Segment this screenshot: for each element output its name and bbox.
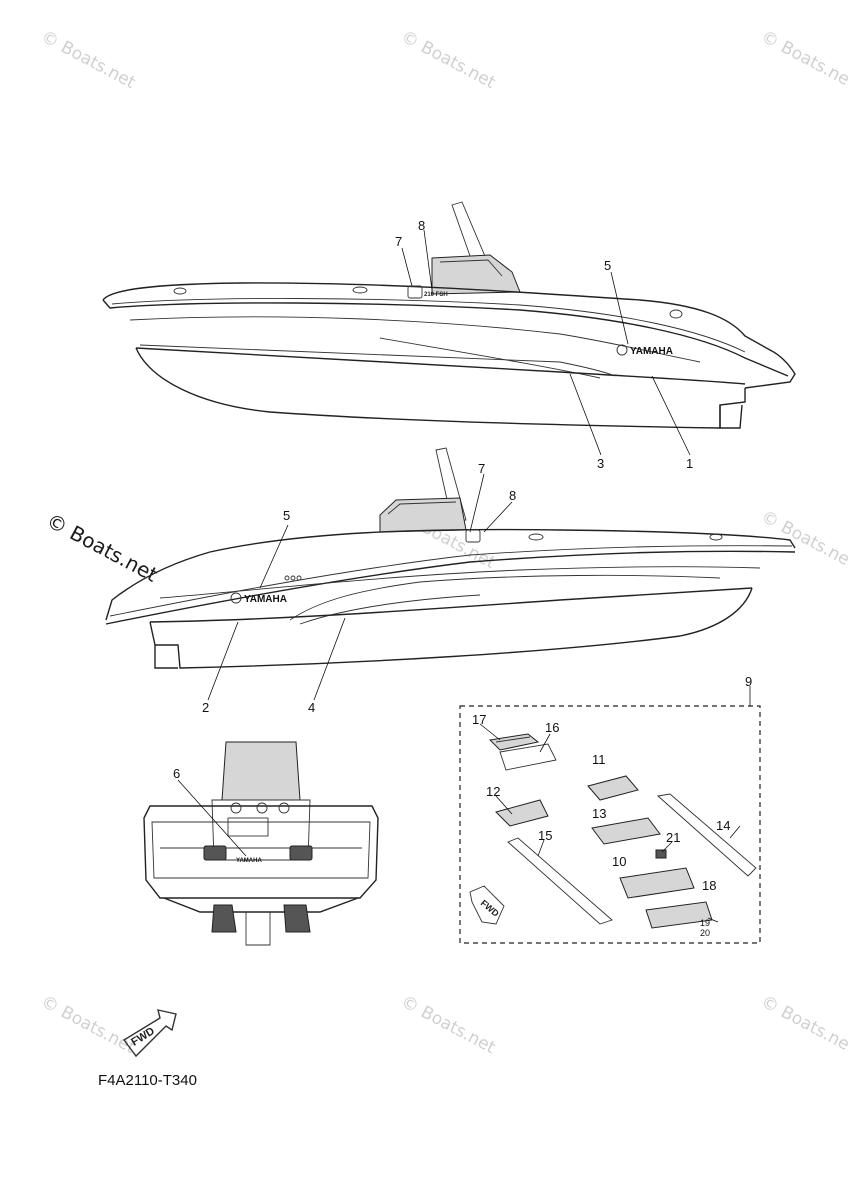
callout-8: 8	[509, 488, 516, 503]
callout-17: 17	[472, 712, 486, 727]
callouts: 1 2 3 4 5 5 6 7 7 8 8 9 10 11 12 13 14 1…	[173, 218, 752, 938]
callout-19: 19	[700, 918, 710, 928]
watermark: © Boats.net	[758, 27, 848, 94]
watermark-group: © Boats.net © Boats.net © Boats.net © Bo…	[38, 27, 848, 1059]
drawing-code: F4A2110-T340	[98, 1072, 197, 1089]
callout-16: 16	[545, 720, 559, 735]
callout-20: 20	[700, 928, 710, 938]
callout-7: 7	[478, 461, 485, 476]
callout-11: 11	[592, 752, 606, 767]
callout-3: 3	[597, 456, 604, 471]
watermark: © Boats.net	[38, 27, 139, 94]
callout-12: 12	[486, 784, 500, 799]
callout-5: 5	[283, 508, 290, 523]
mat-kit-parts: FWD	[469, 733, 757, 929]
mat-kit-box	[459, 705, 761, 944]
callout-9: 9	[745, 674, 752, 689]
watermark-prominent: © Boats.net	[43, 508, 162, 587]
callout-1: 1	[686, 456, 693, 471]
watermark: © Boats.net	[398, 992, 499, 1059]
callout-8: 8	[418, 218, 425, 233]
yamaha-logo-decal: YAMAHA	[630, 346, 673, 357]
watermark: © Boats.net	[758, 507, 848, 574]
fwd-arrow-label-small: FWD	[479, 898, 502, 919]
callout-6: 6	[173, 766, 180, 781]
callout-21: 21	[666, 830, 680, 845]
callout-7: 7	[395, 234, 402, 249]
boat-stern-view: YAMAHA	[143, 741, 379, 946]
callout-18: 18	[702, 878, 716, 893]
boat-port-view: YAMAHA	[105, 447, 796, 669]
callout-4: 4	[308, 700, 315, 715]
callout-2: 2	[202, 700, 209, 715]
watermark: © Boats.net	[38, 992, 139, 1059]
watermark: © Boats.net	[398, 27, 499, 94]
callout-5: 5	[604, 258, 611, 273]
callout-14: 14	[716, 818, 730, 833]
watermark: © Boats.net	[758, 992, 848, 1059]
leader-lines	[177, 229, 751, 923]
callout-13: 13	[592, 806, 606, 821]
callout-10: 10	[612, 854, 626, 869]
yamaha-logo-decal: YAMAHA	[244, 594, 287, 605]
yamaha-transom-logo: YAMAHA	[236, 858, 262, 864]
boat-starboard-view: 210 FSH YAMAHA	[102, 201, 796, 429]
model-badge: 210 FSH	[424, 292, 448, 298]
fwd-arrow-label: FWD	[129, 1025, 157, 1048]
callout-15: 15	[538, 828, 552, 843]
